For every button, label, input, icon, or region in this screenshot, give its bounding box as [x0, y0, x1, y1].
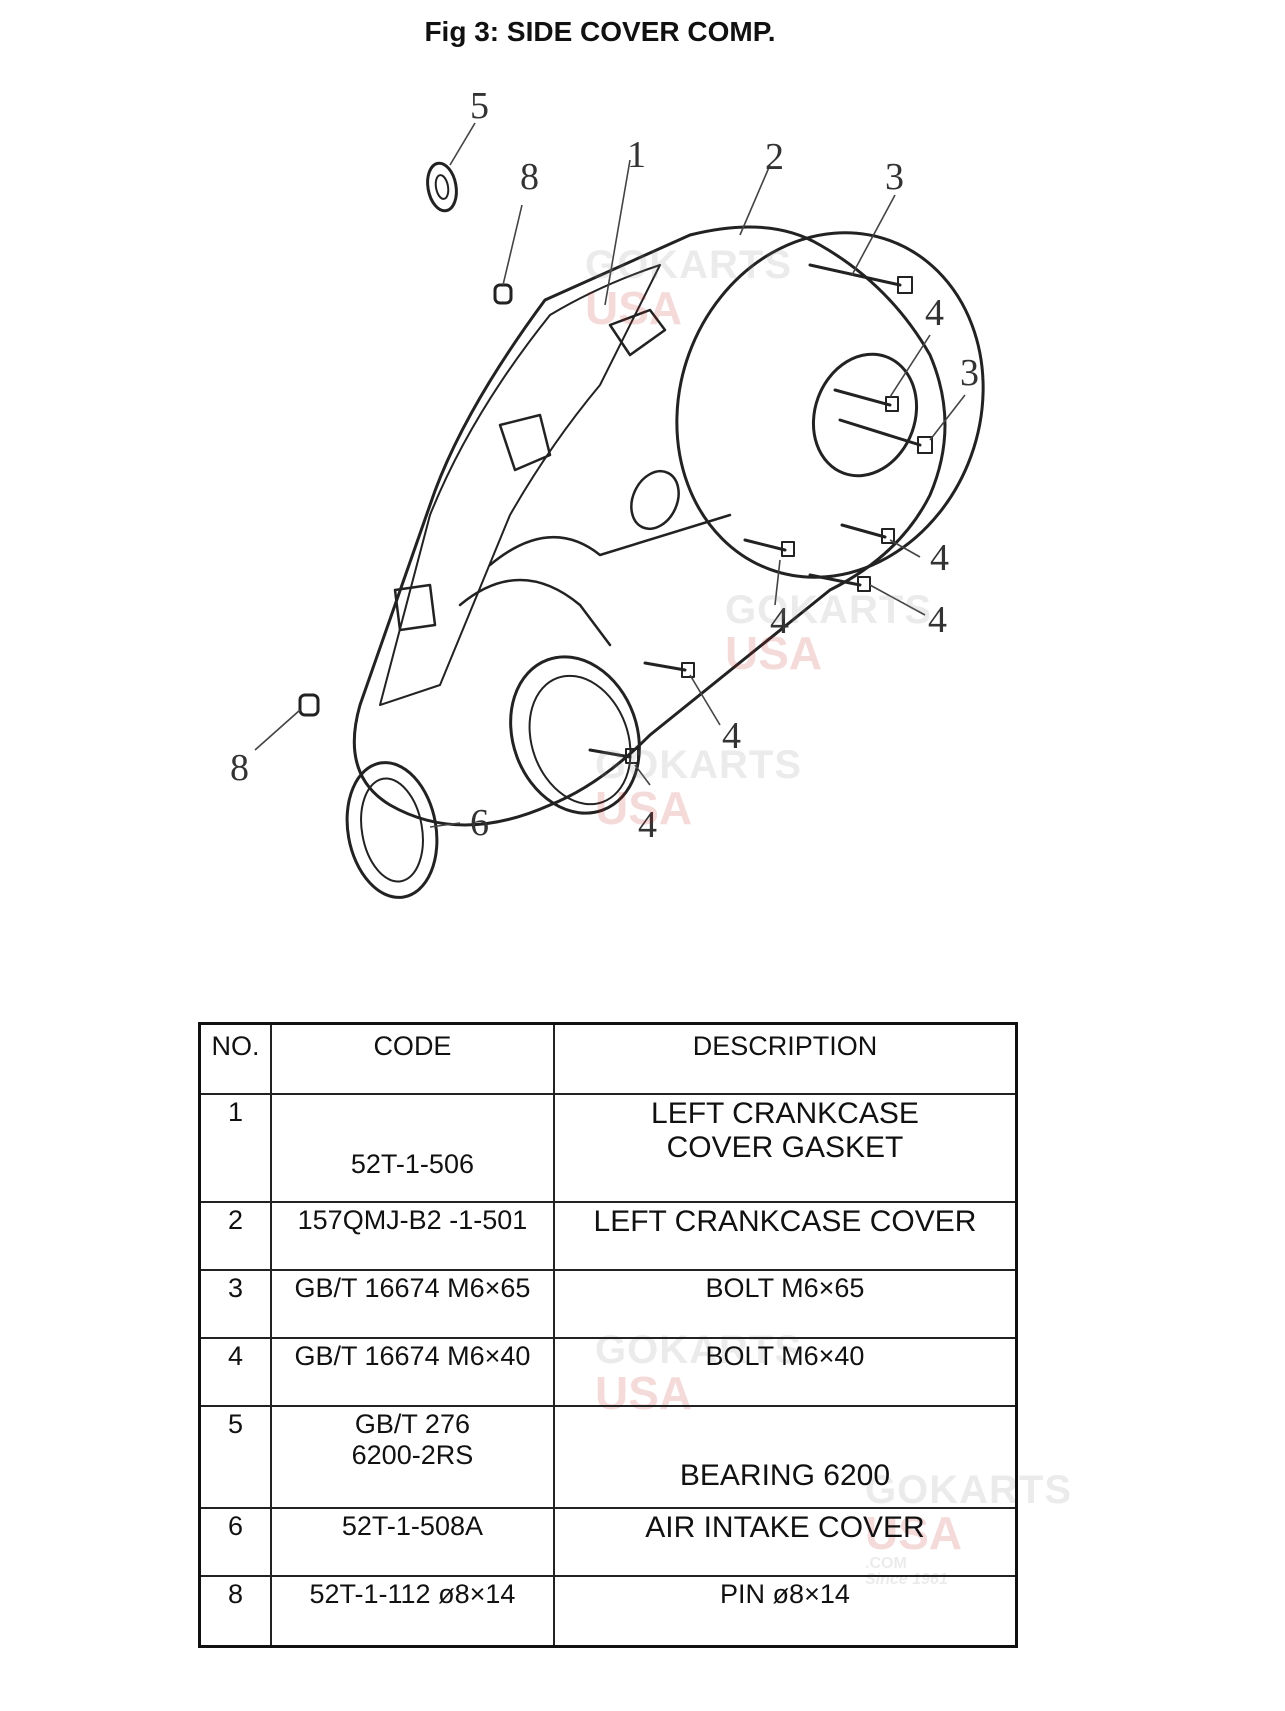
cell-no: 8: [198, 1575, 272, 1647]
callout-5: 5: [470, 85, 489, 127]
callout-8-bottom: 8: [230, 747, 249, 789]
callout-4-d: 4: [928, 599, 947, 641]
table-row: 2 157QMJ-B2 -1-501 LEFT CRANKCASE COVER: [198, 1201, 1018, 1271]
cell-no: 5: [198, 1405, 272, 1509]
table-row: 4 GB/T 16674 M6×40 BOLT M6×40: [198, 1337, 1018, 1407]
intake-opening: [509, 655, 641, 815]
callout-4-b: 4: [930, 537, 949, 579]
callout-2: 2: [765, 136, 784, 178]
callout-4-f: 4: [638, 804, 657, 846]
callout-4-a: 4: [925, 292, 944, 334]
cell-description: LEFT CRANKCASE COVER GASKET: [552, 1093, 1018, 1203]
callout-8-top: 8: [520, 156, 539, 198]
cell-no: 3: [198, 1269, 272, 1339]
cell-description: BOLT M6×65: [552, 1269, 1018, 1339]
cell-code: GB/T 16674 M6×40: [269, 1337, 555, 1407]
cell-description: BOLT M6×40: [552, 1337, 1018, 1407]
pin-part-top: [493, 283, 513, 305]
header-code: CODE: [269, 1022, 555, 1095]
cell-no: 6: [198, 1507, 272, 1577]
header-no: NO.: [198, 1022, 272, 1095]
cell-code: 52T-1-508A: [269, 1507, 555, 1577]
cell-code: 157QMJ-B2 -1-501: [269, 1201, 555, 1271]
cell-code: GB/T 16674 M6×65: [269, 1269, 555, 1339]
air-intake-cover-part: [345, 761, 439, 899]
side-cover-drawing: 5 8 1 2 3 4 3 4 4 4 4 4 8 6: [230, 85, 985, 899]
bolt-3-top: [808, 263, 902, 287]
cell-description: LEFT CRANKCASE COVER: [552, 1201, 1018, 1271]
callout-4-c: 4: [770, 600, 789, 642]
table-header-row: NO. CODE DESCRIPTION: [198, 1022, 1018, 1095]
cell-code: 52T-1-112 ø8×14: [269, 1575, 555, 1647]
table-row: 3 GB/T 16674 M6×65 BOLT M6×65: [198, 1269, 1018, 1339]
table-row: 8 52T-1-112 ø8×14 PIN ø8×14: [198, 1575, 1018, 1647]
callout-3-bottom: 3: [960, 352, 979, 394]
cell-description: BEARING 6200: [552, 1405, 1018, 1509]
bearing-part: [426, 161, 458, 213]
callout-3-top: 3: [885, 156, 904, 198]
cell-no: 1: [198, 1093, 272, 1203]
header-description: DESCRIPTION: [552, 1022, 1018, 1095]
bolt-3-bottom: [838, 418, 922, 447]
callout-4-e: 4: [722, 715, 741, 757]
pin-part-bottom: [298, 693, 320, 717]
parts-table: NO. CODE DESCRIPTION 1 52T-1-506 LEFT CR…: [198, 1022, 1018, 1648]
gasket-outline: [379, 264, 661, 706]
cell-no: 2: [198, 1201, 272, 1271]
bolt-4-c: [743, 538, 787, 552]
cell-no: 4: [198, 1337, 272, 1407]
callout-6: 6: [470, 802, 489, 844]
figure-title: Fig 3: SIDE COVER COMP.: [424, 16, 776, 47]
cell-description: PIN ø8×14: [552, 1575, 1018, 1647]
bolt-4-a: [833, 388, 892, 407]
exploded-parts-diagram: 5 8 1 2 3 4 3 4 4 4 4 4 8 6: [130, 85, 1010, 985]
table-row: 6 52T-1-508A AIR INTAKE COVER: [198, 1507, 1018, 1577]
bolt-4-d: [808, 573, 862, 587]
bolt-4-e: [643, 661, 687, 672]
bolt-4-f: [588, 748, 632, 759]
cell-code: 52T-1-506: [269, 1093, 555, 1203]
cell-description: AIR INTAKE COVER: [552, 1507, 1018, 1577]
housing-hub: [811, 352, 919, 478]
callout-1: 1: [627, 134, 646, 176]
clutch-housing: [675, 231, 985, 579]
table-row: 1 52T-1-506 LEFT CRANKCASE COVER GASKET: [198, 1093, 1018, 1203]
table-row: 5 GB/T 276 6200-2RS BEARING 6200: [198, 1405, 1018, 1509]
bolt-4-b: [840, 523, 887, 539]
cell-code: GB/T 276 6200-2RS: [269, 1405, 555, 1509]
cover-outline: [352, 225, 947, 827]
